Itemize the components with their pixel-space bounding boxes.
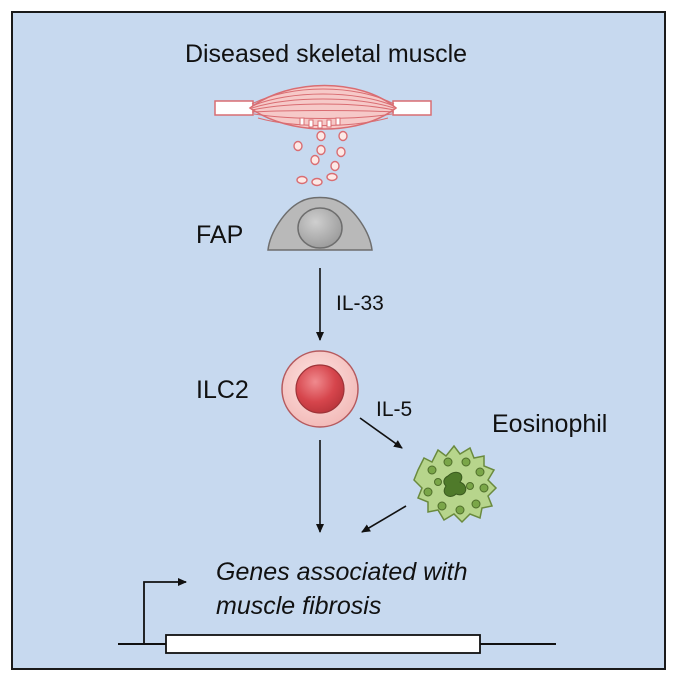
- eosinophil-to-genes-arrow: [361, 505, 407, 533]
- ilc2-cell-icon: [281, 350, 359, 428]
- il33-label: IL-33: [336, 292, 384, 315]
- il5-label: IL-5: [376, 398, 412, 421]
- title-label: Diseased skeletal muscle: [185, 40, 467, 68]
- fap-cell-icon: [267, 196, 373, 251]
- gene-promoter-icon: [118, 578, 556, 654]
- muscle-debris-particles: [293, 130, 348, 187]
- eosinophil-label: Eosinophil: [492, 410, 607, 438]
- genes-label-line1: Genes associated with: [216, 558, 468, 586]
- genes-label-line2: muscle fibrosis: [216, 592, 381, 620]
- muscle-icon: [214, 84, 432, 130]
- il5-arrow: [359, 417, 403, 449]
- eosinophil-cell-icon: [413, 444, 498, 524]
- ilc2-label: ILC2: [196, 376, 249, 404]
- fap-label: FAP: [196, 221, 243, 249]
